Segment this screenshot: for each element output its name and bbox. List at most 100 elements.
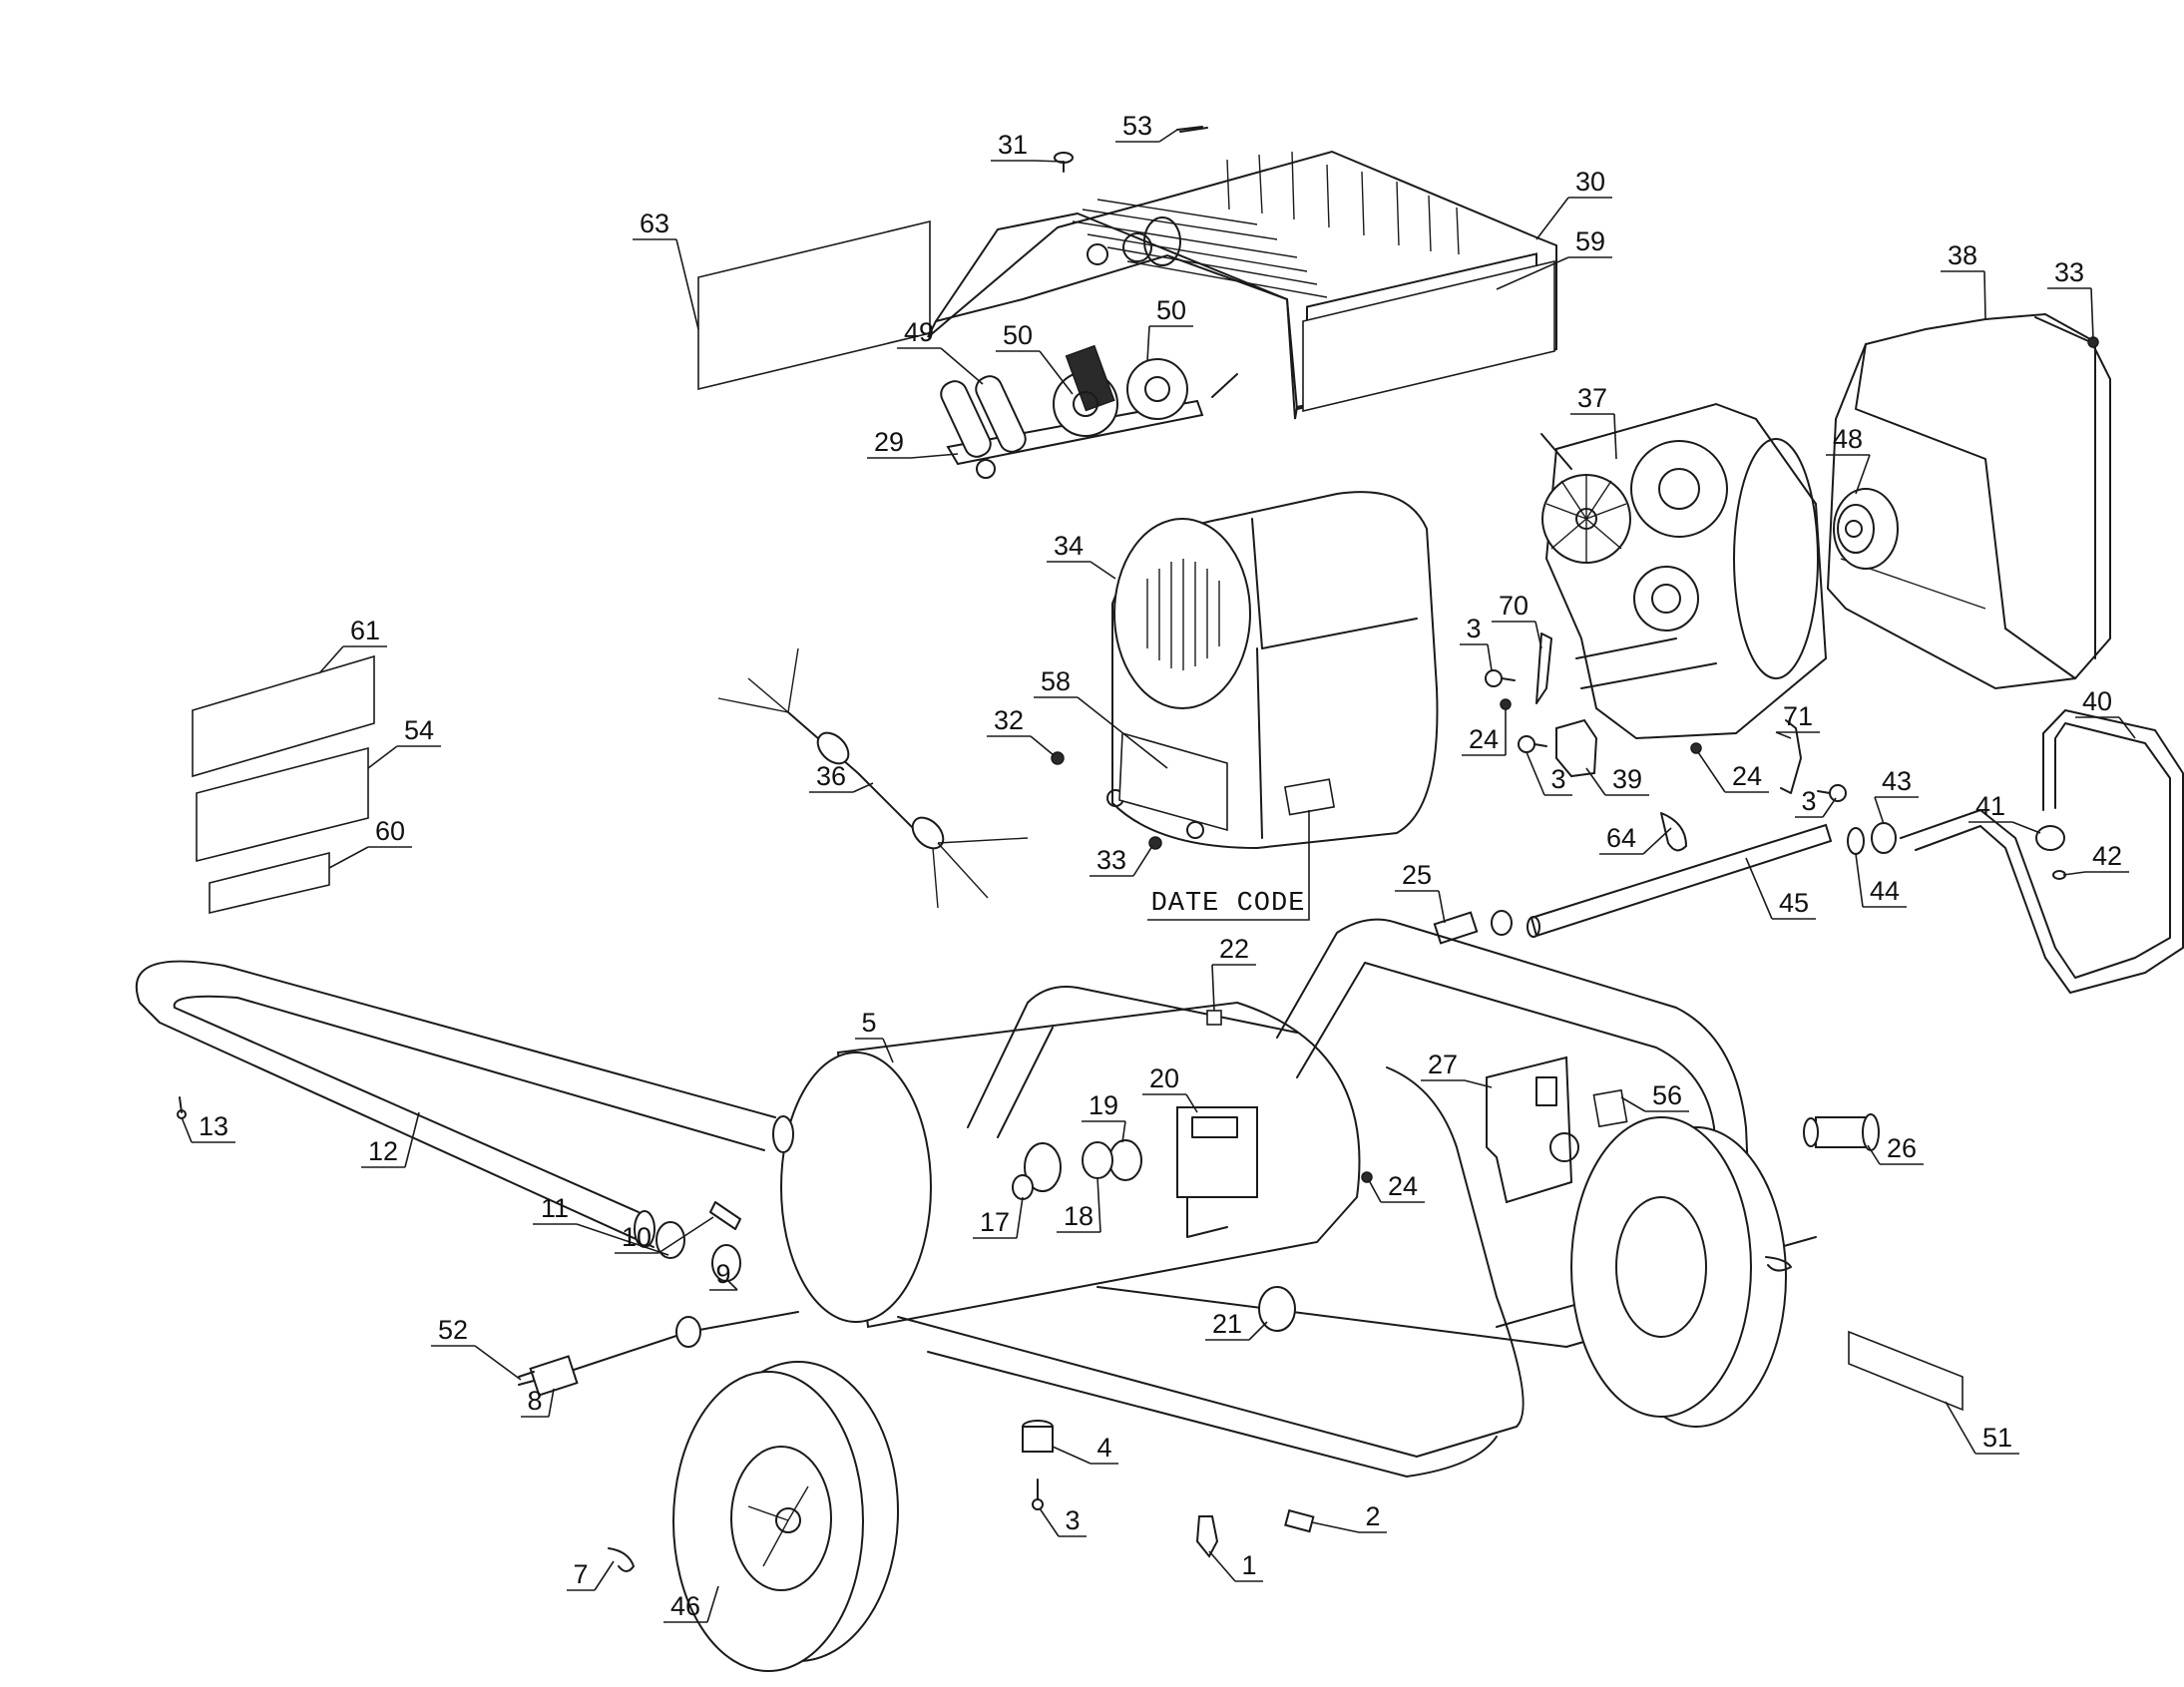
callout-11: 11 (533, 1193, 669, 1256)
hairpin-rear (1765, 1256, 1792, 1272)
wheel-46 (672, 1361, 899, 1672)
callout-49: 49 (897, 317, 984, 385)
callout-number: 33 (2054, 257, 2084, 287)
callout-number: 64 (1606, 823, 1636, 853)
callout-7: 7 (567, 1559, 615, 1591)
callout-number: 42 (2092, 841, 2122, 871)
callout-51: 51 (1945, 1401, 2019, 1455)
leader-line (1115, 129, 1178, 143)
date-code-box (1283, 778, 1336, 816)
callout-number: 58 (1041, 666, 1071, 696)
pressure-switch-20 (1176, 1106, 1258, 1238)
leader-line (1395, 890, 1446, 924)
hairpin-7 (608, 1547, 635, 1572)
callout-60: 60 (328, 816, 412, 869)
leader-line (367, 745, 441, 769)
callout-12: 12 (361, 1111, 420, 1168)
callout-number: 38 (1948, 240, 1977, 270)
date-code-callout: DATE CODE (1147, 810, 1310, 921)
tube-40 (1900, 709, 2184, 994)
leader-line (1047, 561, 1116, 580)
callout-3: 3 (1795, 786, 1837, 818)
callout-58: 58 (1034, 666, 1168, 769)
leader-line (987, 735, 1055, 756)
callout-33: 33 (2047, 257, 2094, 340)
callout-21: 21 (1205, 1309, 1268, 1341)
callout-number: 24 (1732, 761, 1762, 791)
leader-line (2075, 716, 2136, 739)
pulley-48 (1833, 488, 1899, 570)
callout-18: 18 (1057, 1176, 1101, 1233)
leader-line (1211, 964, 1256, 1012)
safety-valve-17 (1012, 1142, 1062, 1200)
leader-line (1082, 1120, 1126, 1143)
callout-17: 17 (973, 1196, 1024, 1239)
callout-number: 29 (874, 427, 904, 457)
leader-line (2047, 287, 2094, 340)
callout-22: 22 (1211, 934, 1256, 1012)
leader-line (328, 846, 412, 869)
drain-cap-2 (1284, 1508, 1315, 1533)
callout-number: 44 (1870, 876, 1900, 906)
regulator-26 (1803, 1113, 1880, 1151)
callout-5: 5 (855, 1008, 894, 1063)
leader-line (709, 1278, 738, 1291)
leader-line (1492, 621, 1542, 649)
callout-31: 31 (991, 130, 1065, 163)
leader-line (1034, 696, 1168, 769)
callout-3: 3 (1039, 1505, 1087, 1537)
callout-number: 32 (994, 705, 1024, 735)
callout-4: 4 (1052, 1433, 1118, 1465)
leader-line (1599, 827, 1672, 855)
callout-33: 33 (1090, 845, 1153, 877)
callout-number: 17 (980, 1207, 1010, 1237)
decal-63 (697, 219, 931, 391)
callout-38: 38 (1941, 240, 1986, 320)
callout-number: 10 (622, 1222, 652, 1252)
leader-line (1526, 751, 1572, 796)
callout-number: 40 (2082, 686, 2112, 716)
callout-63: 63 (633, 209, 699, 330)
callout-number: 3 (1801, 786, 1816, 816)
callout-number: 33 (1096, 845, 1126, 875)
leader-line (1146, 325, 1193, 362)
callout-32: 32 (987, 705, 1055, 756)
callout-number: 21 (1212, 1309, 1242, 1339)
decal-59 (1302, 259, 1555, 413)
screw-13 (177, 1096, 187, 1119)
callout-2: 2 (1311, 1501, 1387, 1533)
leader-line (1697, 751, 1769, 793)
leader-line (973, 1196, 1024, 1239)
bushing-9 (711, 1244, 741, 1282)
leader-line (996, 350, 1074, 395)
callout-number: 9 (715, 1259, 730, 1289)
callout-number: 54 (404, 715, 434, 745)
decal-56 (1592, 1088, 1628, 1128)
leader-line (991, 160, 1065, 163)
leader-line (1570, 413, 1617, 460)
callout-26: 26 (1867, 1133, 1924, 1165)
decal-51 (1848, 1330, 1964, 1412)
callout-number: 59 (1575, 226, 1605, 256)
leader-line (897, 347, 984, 385)
nut-24-a (1500, 698, 1512, 710)
leader-line (1855, 853, 1907, 908)
callout-54: 54 (367, 715, 441, 769)
leader-line (1941, 270, 1986, 320)
callout-64: 64 (1599, 823, 1672, 855)
leader-line (521, 1388, 555, 1418)
callout-number: 39 (1612, 764, 1642, 794)
callout-number: 3 (1466, 614, 1481, 643)
bolt-3-c (1817, 784, 1847, 802)
drain-valve-1 (1195, 1515, 1219, 1558)
callout-40: 40 (2075, 686, 2136, 739)
callout-number: 18 (1064, 1201, 1093, 1231)
callout-50: 50 (1146, 295, 1193, 362)
bolt-3-b (1518, 735, 1547, 753)
callout-19: 19 (1082, 1090, 1126, 1143)
decal-61 (192, 654, 375, 778)
callout-10: 10 (615, 1216, 714, 1254)
bolt-3-a (1485, 669, 1516, 687)
leader-line (181, 1116, 235, 1143)
